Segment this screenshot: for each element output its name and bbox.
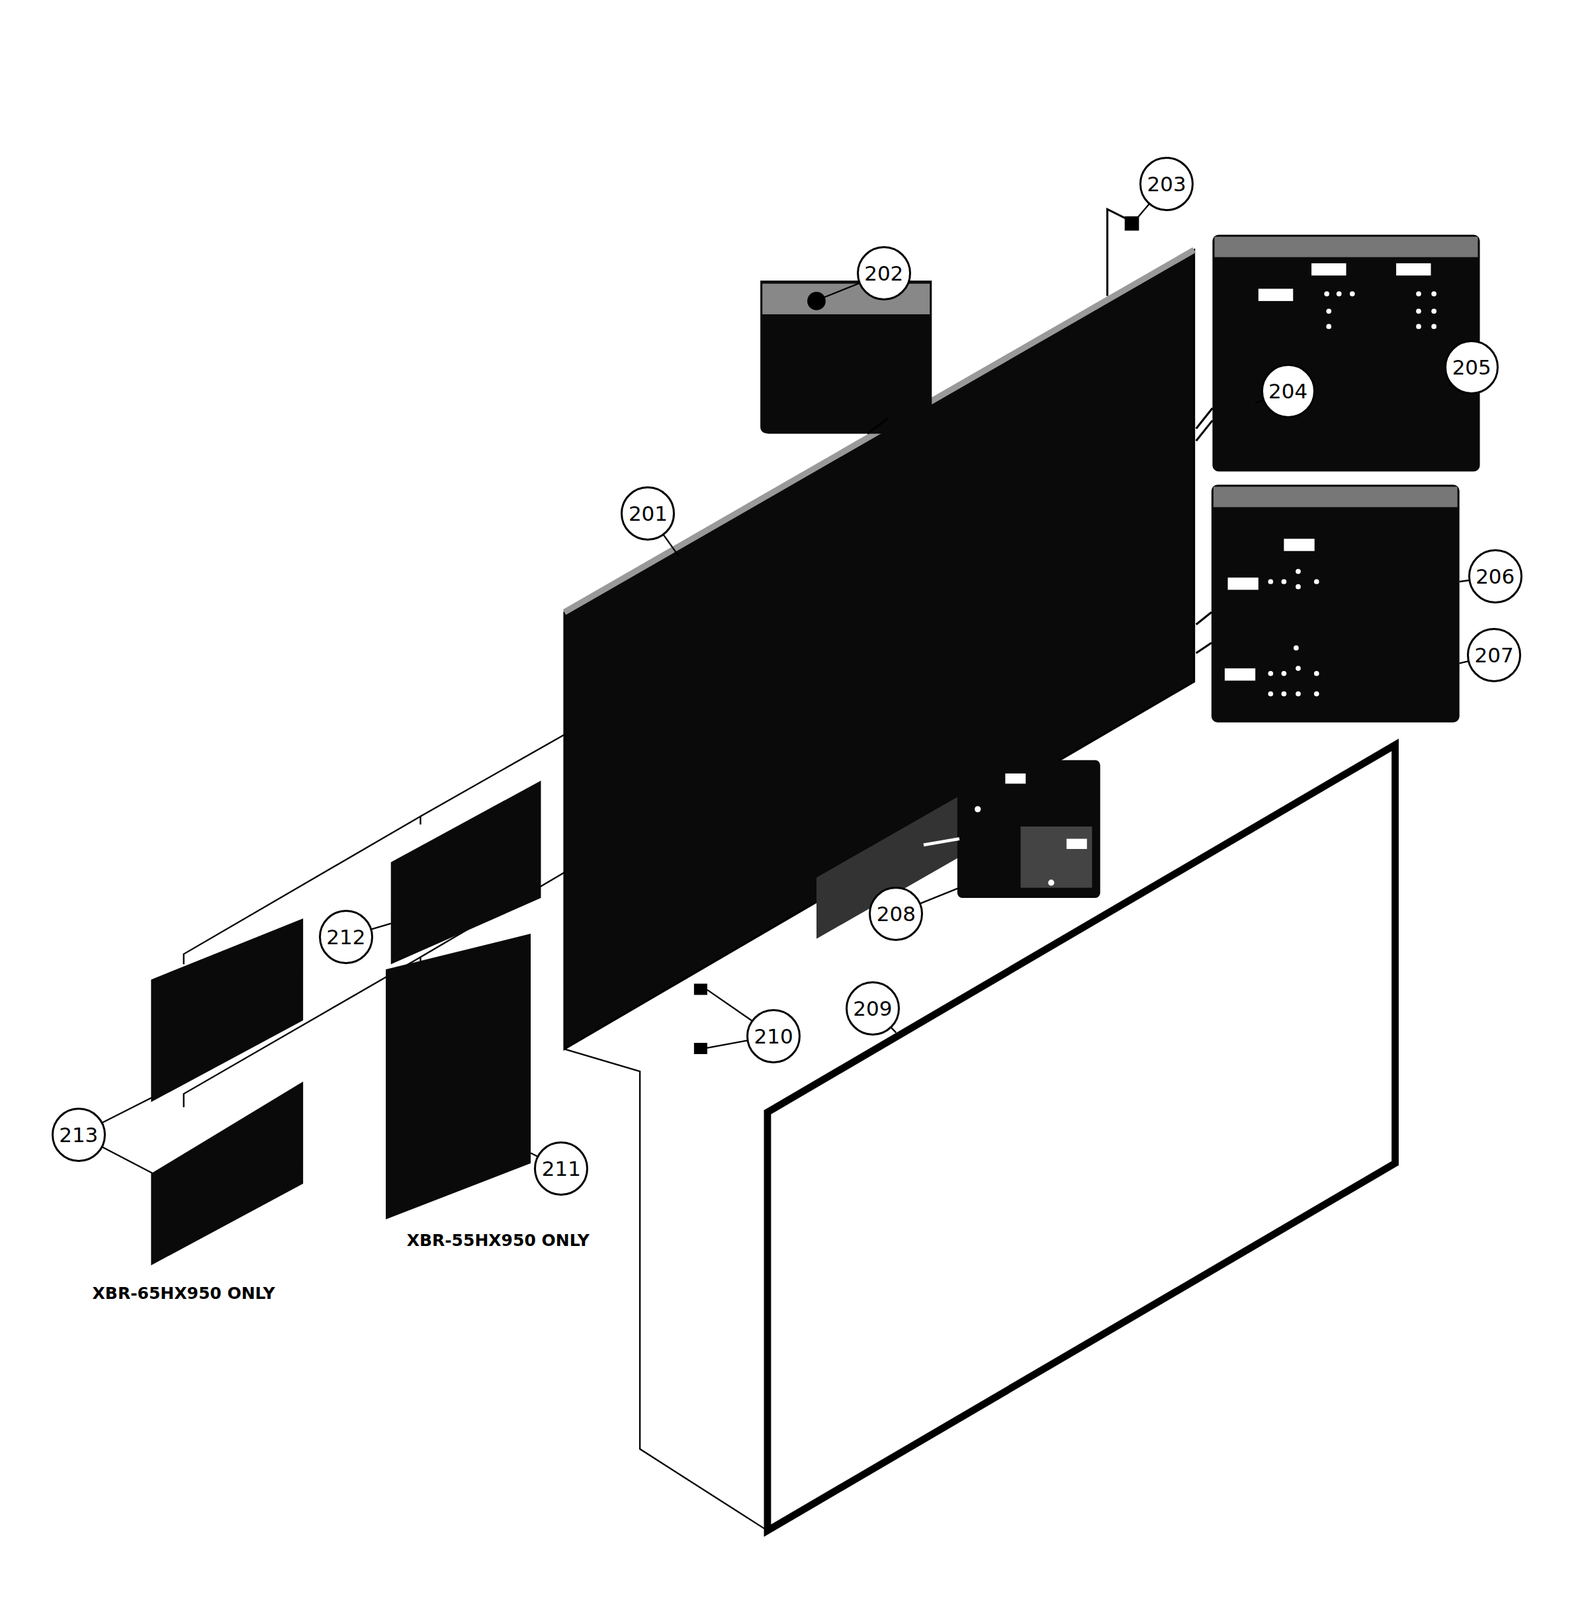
callout-number: 211 — [533, 1141, 589, 1196]
callout-number: 205 — [1444, 340, 1499, 395]
callout-number: 209 — [845, 981, 900, 1036]
callout-number: 204 — [1261, 363, 1316, 419]
callout-number: 201 — [620, 486, 675, 541]
model-note: XBR-65HX950 ONLY — [90, 1283, 278, 1303]
callout-number: 208 — [868, 886, 924, 941]
callout-number: 207 — [1466, 627, 1522, 683]
callout-number: 206 — [1468, 549, 1523, 604]
model-note: XBR-55HX950 ONLY — [404, 1230, 592, 1250]
callout-number: 212 — [318, 909, 374, 965]
callout-number: 210 — [746, 1009, 801, 1064]
callout-number: 202 — [856, 246, 912, 301]
callout-number: 203 — [1139, 156, 1194, 212]
callout-number: 213 — [51, 1107, 106, 1162]
